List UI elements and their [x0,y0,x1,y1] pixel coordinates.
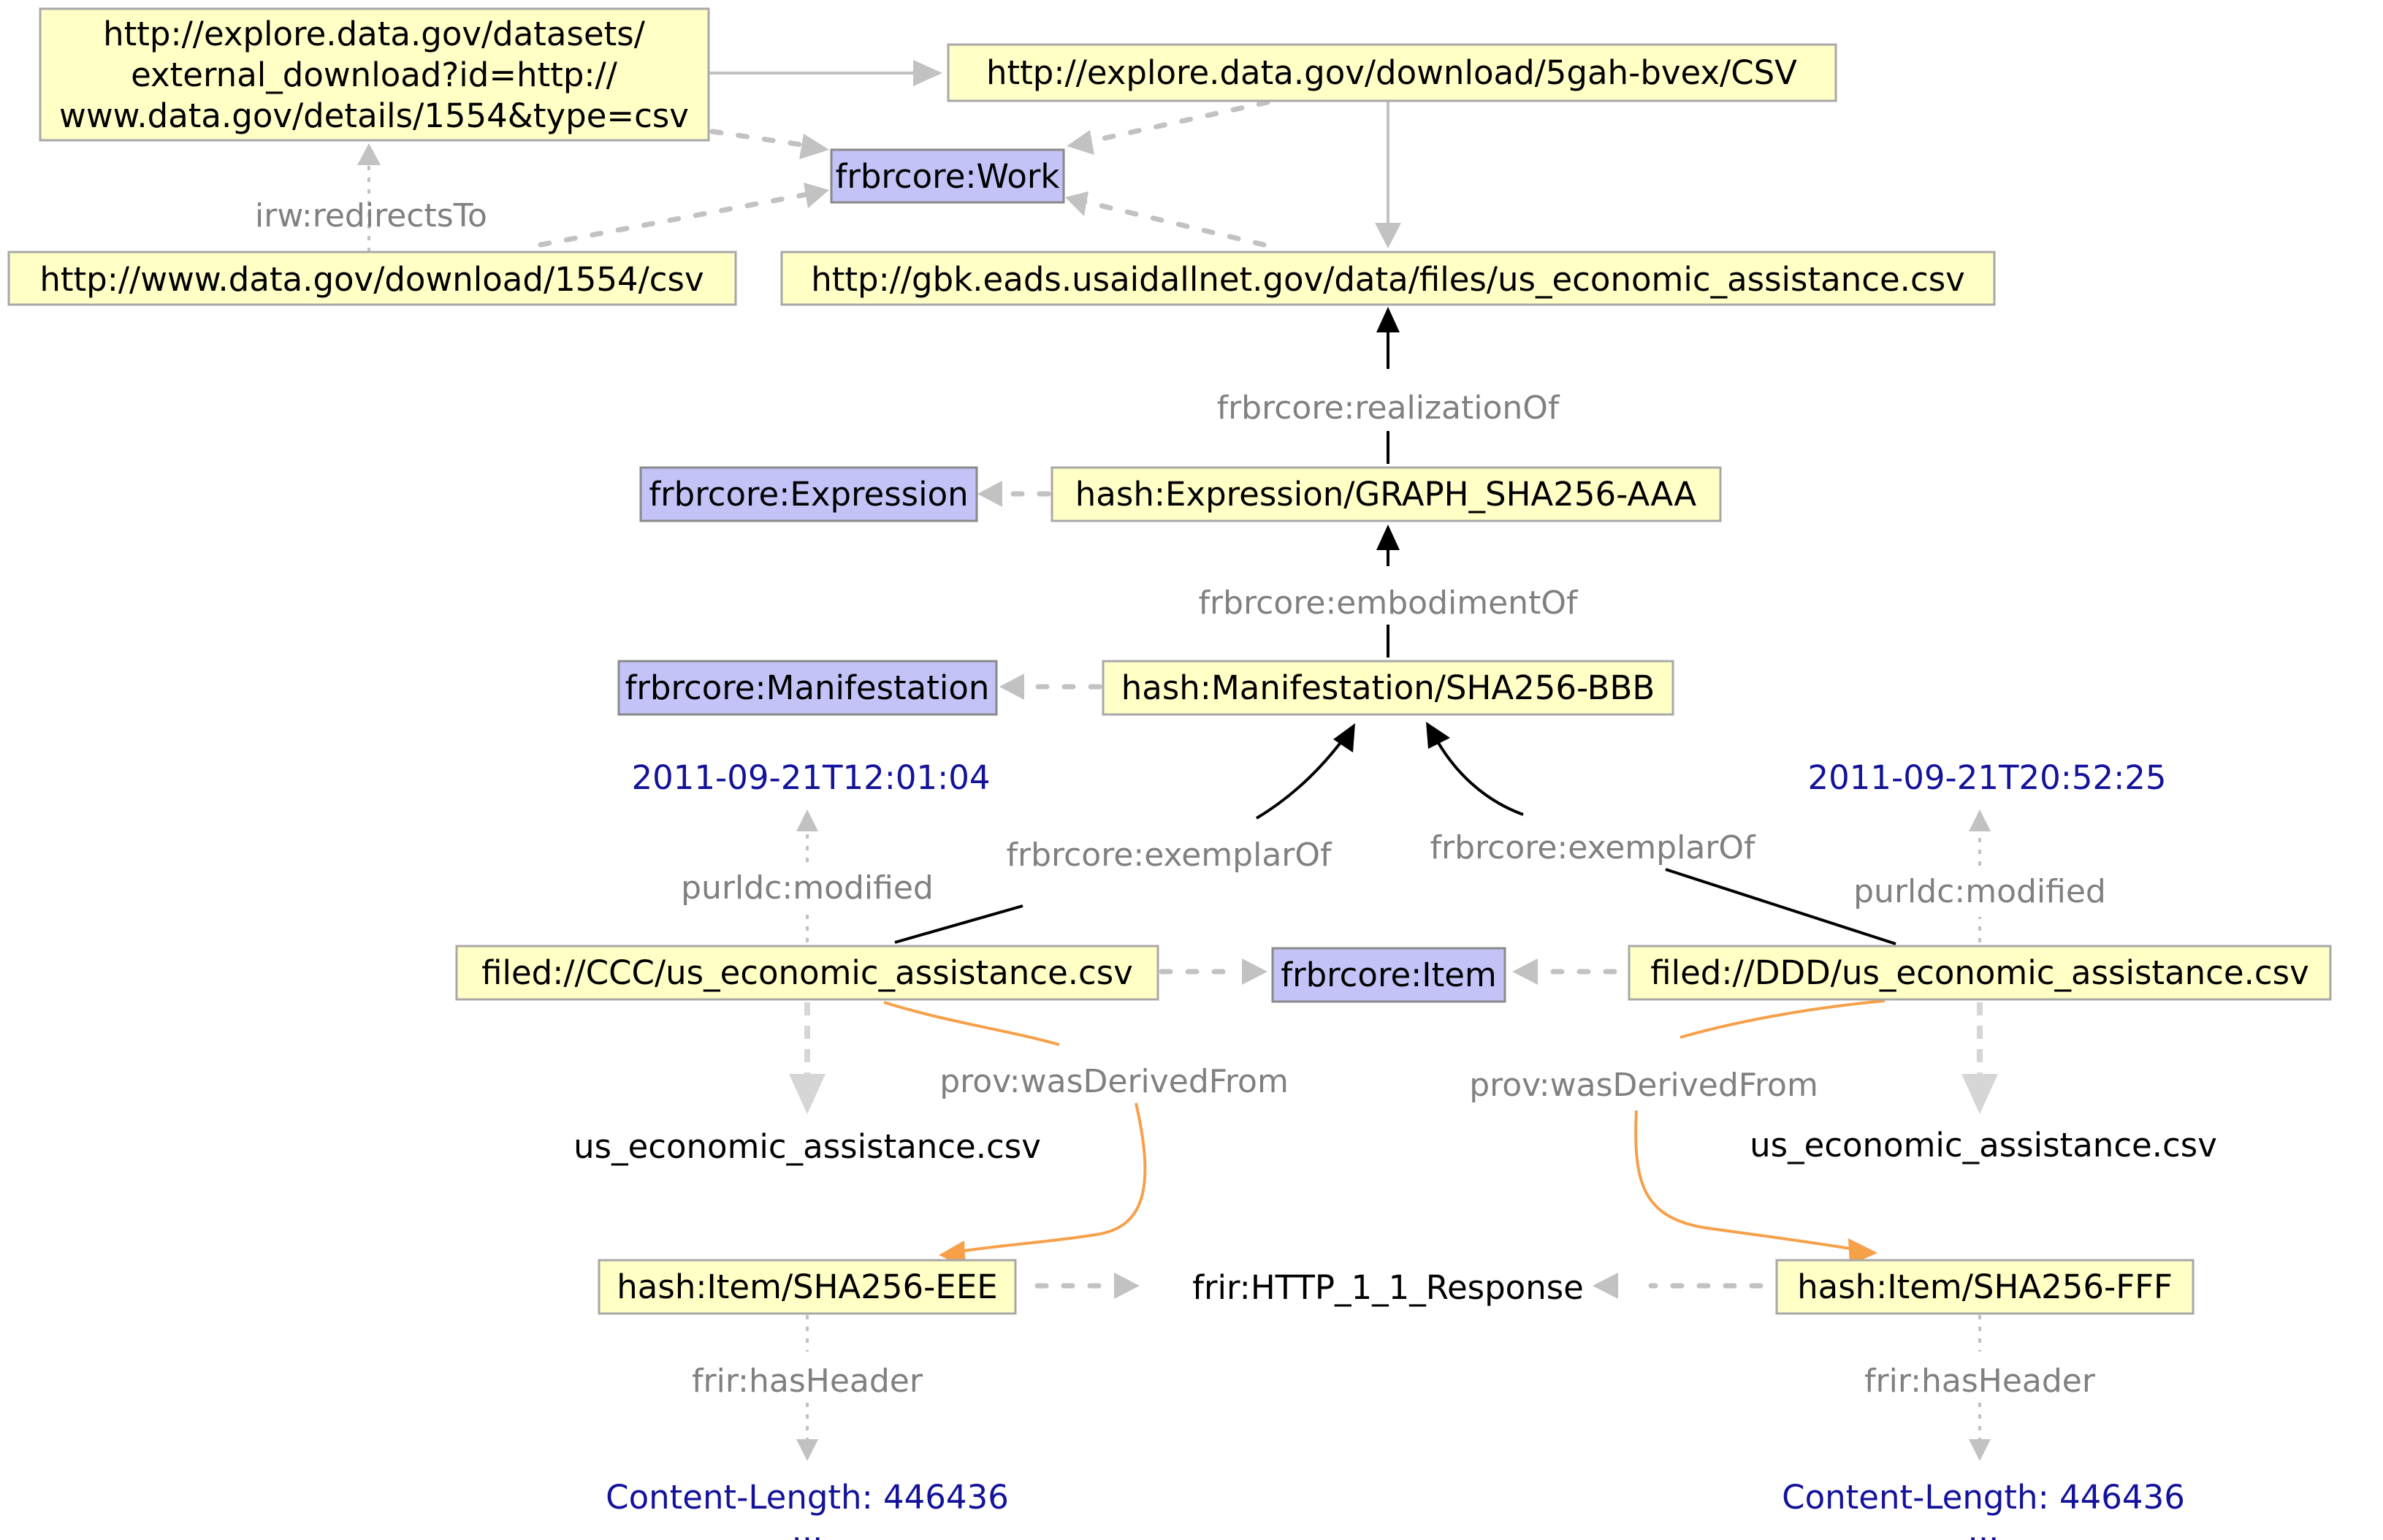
arrowhead [913,60,942,86]
edge-label-realization-of: frbrcore:realizationOf [1217,389,1560,427]
arrowhead [789,1074,826,1114]
literal-filename-right: us_economic_assistance.csv [1750,1126,2217,1164]
arrowhead [1512,958,1538,985]
literal-modified-left: 2011-09-21T12:01:04 [631,758,990,797]
arrowhead [796,1439,818,1461]
arrowhead [1426,722,1450,749]
arrowhead [999,674,1024,700]
edge-label-derived-left: prov:wasDerivedFrom [939,1063,1289,1100]
node-work-class-label: frbrcore:Work [835,157,1059,196]
arrowhead [977,481,1002,507]
arrowhead [1593,1273,1618,1299]
arrowhead [1065,191,1088,216]
node-expression-class-label: frbrcore:Expression [649,475,968,514]
arrowhead [1376,307,1400,332]
arrowhead [1114,1273,1140,1299]
node-expression-hash[interactable] [1051,466,1722,522]
node-usaid-csv-label: http://gbk.eads.usaidallnet.gov/data/fil… [811,260,1965,299]
node-item-class[interactable] [1271,947,1506,1003]
edges [357,60,1998,1461]
edge-exemplar-right-upper [1434,737,1524,816]
arrowhead [804,183,829,208]
node-expression-hash-label: hash:Expression/GRAPH_SHA256-AAA [1075,475,1697,514]
arrowhead [1067,130,1094,155]
node-manifestation-class-label: frbrcore:Manifestation [625,668,990,707]
node-item-fff-label: hash:Item/SHA256-FFF [1797,1268,2173,1306]
arrowhead [1375,223,1401,248]
arrowhead [1242,958,1267,985]
edge-type-download-work [1082,99,1270,145]
node-redirect-url-line1: http://explore.data.gov/datasets/ [103,15,646,53]
node-usaid-csv[interactable] [780,251,1996,306]
node-file-ccc[interactable] [455,945,1159,1001]
edge-label-redirects-to: irw:redirectsTo [255,197,487,235]
edge-type-redirect-work [709,129,814,149]
arrowhead [796,809,818,831]
node-redirect-url-line2: external_download?id=http:// [131,56,618,94]
literals: 2011-09-21T12:01:04 2011-09-21T20:52:25 … [573,758,2217,1540]
node-item-eee[interactable] [598,1259,1017,1315]
node-manifestation-hash-label: hash:Manifestation/SHA256-BBB [1121,668,1655,707]
node-datagov-download-label: http://www.data.gov/download/1554/csv [39,260,704,299]
edge-exemplar-right-lower [1665,868,1896,945]
arrowhead [1848,1238,1877,1265]
arrowhead [1376,525,1400,550]
node-redirect-url[interactable] [39,7,710,142]
edge-derived-left-upper [883,1001,1060,1046]
node-redirect-url-line3: www.data.gov/details/1554&type=csv [59,96,689,135]
node-file-ccc-label: filed://CCC/us_economic_assistance.csv [481,953,1133,992]
arrowhead [357,143,381,165]
node-csv-download-label: http://explore.data.gov/download/5gah-bv… [986,53,1797,92]
arrowhead [799,134,829,159]
node-manifestation-class[interactable] [617,660,998,716]
literal-ellipsis-left: ... [792,1511,823,1540]
node-work-class[interactable] [830,148,1065,204]
node-datagov-download[interactable] [7,251,737,306]
literal-content-length-left: Content-Length: 446436 [606,1478,1009,1517]
edge-label-exemplar-of-right: frbrcore:exemplarOf [1430,829,1756,866]
nodes: http://explore.data.gov/datasets/ extern… [7,7,2332,1315]
node-item-fff[interactable] [1775,1259,2195,1315]
node-http-response[interactable]: frir:HTTP_1_1_Response [1192,1268,1584,1307]
edge-label-has-header-right: frir:hasHeader [1864,1362,2096,1400]
edge-derived-right-lower [1634,1110,1864,1252]
literal-filename-left: us_economic_assistance.csv [573,1127,1041,1166]
node-file-ddd[interactable] [1628,945,2332,1001]
edge-labels: irw:redirectsTo frbrcore:realizationOf f… [255,197,2106,1400]
edge-type-usaid-work [1078,198,1267,248]
edge-derived-right-upper [1679,999,1886,1039]
edge-label-modified-right: purldc:modified [1853,873,2106,910]
arrowhead [1961,1074,1998,1114]
edge-label-exemplar-of-left: frbrcore:exemplarOf [1006,836,1332,874]
edge-derived-left-lower [949,1102,1147,1254]
edge-label-derived-right: prov:wasDerivedFrom [1469,1067,1818,1104]
arrowhead [1969,1439,1991,1461]
arrowhead [1333,723,1355,752]
node-file-ddd-label: filed://DDD/us_economic_assistance.csv [1650,953,2308,992]
node-item-eee-label: hash:Item/SHA256-EEE [617,1268,997,1306]
node-manifestation-hash[interactable] [1102,660,1674,716]
edge-label-embodiment-of: frbrcore:embodimentOf [1199,584,1579,622]
literal-ellipsis-right: ... [1968,1511,1999,1540]
arrowhead [1969,809,1991,831]
literal-modified-right: 2011-09-21T20:52:25 [1807,758,2166,797]
edge-label-has-header-left: frir:hasHeader [692,1362,923,1400]
literal-content-length-right: Content-Length: 446436 [1782,1478,2185,1517]
node-item-class-label: frbrcore:Item [1281,956,1497,994]
edge-type-datagov-work [538,191,814,248]
edge-exemplar-left-lower [894,904,1023,944]
node-csv-download[interactable] [947,43,1837,102]
edge-label-modified-left: purldc:modified [681,869,934,907]
edge-exemplar-left-upper [1255,736,1346,820]
node-expression-class[interactable] [639,466,978,522]
